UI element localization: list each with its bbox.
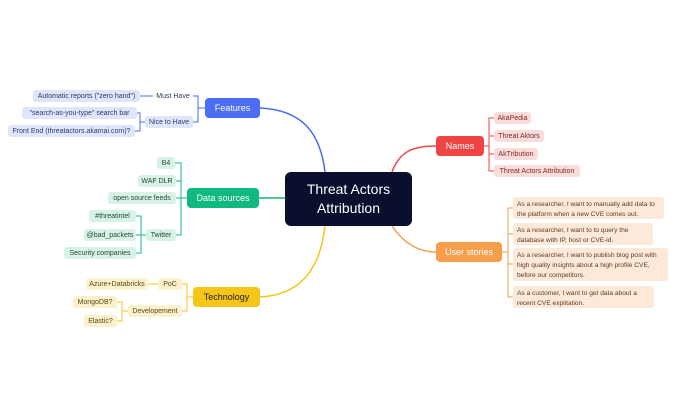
- must-have-item[interactable]: Automatic reports ("zero hand"): [33, 90, 140, 102]
- user-stories-node[interactable]: User stories: [436, 242, 502, 262]
- link-root-user-stories: [391, 225, 437, 253]
- must-have-node[interactable]: Must Have: [156, 92, 190, 100]
- data-source-b4[interactable]: B4: [157, 157, 175, 169]
- names-node[interactable]: Names: [436, 136, 484, 156]
- link-root-technology: [259, 225, 326, 298]
- development-node[interactable]: Developement: [128, 305, 182, 317]
- twitter-item-bad-packets[interactable]: @bad_packets: [84, 229, 136, 241]
- features-node[interactable]: Features: [205, 98, 260, 118]
- name-aktribution[interactable]: AkTribution: [494, 148, 538, 160]
- link-root-features: [259, 107, 326, 173]
- poc-node[interactable]: PoC: [158, 278, 182, 290]
- name-akapedia[interactable]: AkaPedia: [494, 112, 531, 124]
- data-source-open-source-feeds[interactable]: open source feeds: [108, 192, 176, 204]
- poc-item-azure-databricks[interactable]: Azure+Databricks: [86, 278, 148, 290]
- twitter-item-security-companies[interactable]: Security companies: [64, 247, 136, 259]
- link-root-names: [391, 145, 437, 173]
- twitter-node[interactable]: Twitter: [146, 229, 176, 241]
- nice-to-have-item-2[interactable]: Front End (threatactors.akamai.com)?: [8, 125, 135, 137]
- user-story-2[interactable]: As a researcher, I want to to query the …: [513, 223, 653, 245]
- root-title-line2: Attribution: [316, 200, 381, 216]
- data-sources-node[interactable]: Data sources: [187, 188, 259, 208]
- data-source-waf-dlr[interactable]: WAF DLR: [138, 175, 176, 187]
- user-story-1[interactable]: As a researcher, I want to manually add …: [513, 197, 664, 219]
- nice-to-have-node[interactable]: Nice to Have: [145, 116, 193, 128]
- name-threat-aktors[interactable]: Threat Aktors: [494, 130, 544, 142]
- root-title-line1: Threat Actors: [306, 181, 391, 197]
- development-item-elastic[interactable]: Elastic?: [84, 315, 117, 327]
- twitter-item-threatintel[interactable]: #threatintel: [89, 210, 136, 222]
- name-threat-actors-attribution[interactable]: Threat Actors Attribution: [494, 165, 580, 177]
- technology-node[interactable]: Technology: [193, 287, 260, 307]
- user-story-4[interactable]: As a customer, I want to get data about …: [513, 286, 654, 308]
- nice-to-have-item-1[interactable]: "search-as-you-type" search bar: [22, 107, 137, 119]
- development-item-mongodb[interactable]: MongoDB?: [73, 296, 117, 308]
- user-story-3[interactable]: As a researcher, I want to publish blog …: [513, 248, 668, 281]
- root-node[interactable]: Threat Actors Attribution: [285, 172, 412, 226]
